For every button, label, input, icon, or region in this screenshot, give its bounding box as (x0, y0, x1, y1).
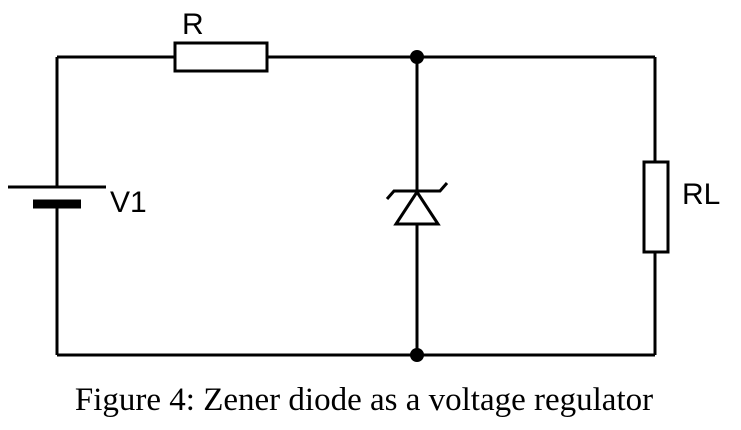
figure-caption: Figure 4: Zener diode as a voltage regul… (75, 382, 653, 418)
series-resistor-label: R (182, 8, 204, 41)
load-resistor-label: RL (682, 178, 720, 211)
junction-dot-bottom (410, 348, 424, 362)
junction-dot-top (410, 50, 424, 64)
battery-v1-symbol (8, 185, 106, 209)
series-resistor-body (173, 41, 269, 73)
voltage-source-label: V1 (110, 186, 147, 219)
zener-triangle (393, 189, 441, 226)
zener-diode-symbol (385, 182, 449, 226)
load-resistor-body (642, 160, 670, 254)
